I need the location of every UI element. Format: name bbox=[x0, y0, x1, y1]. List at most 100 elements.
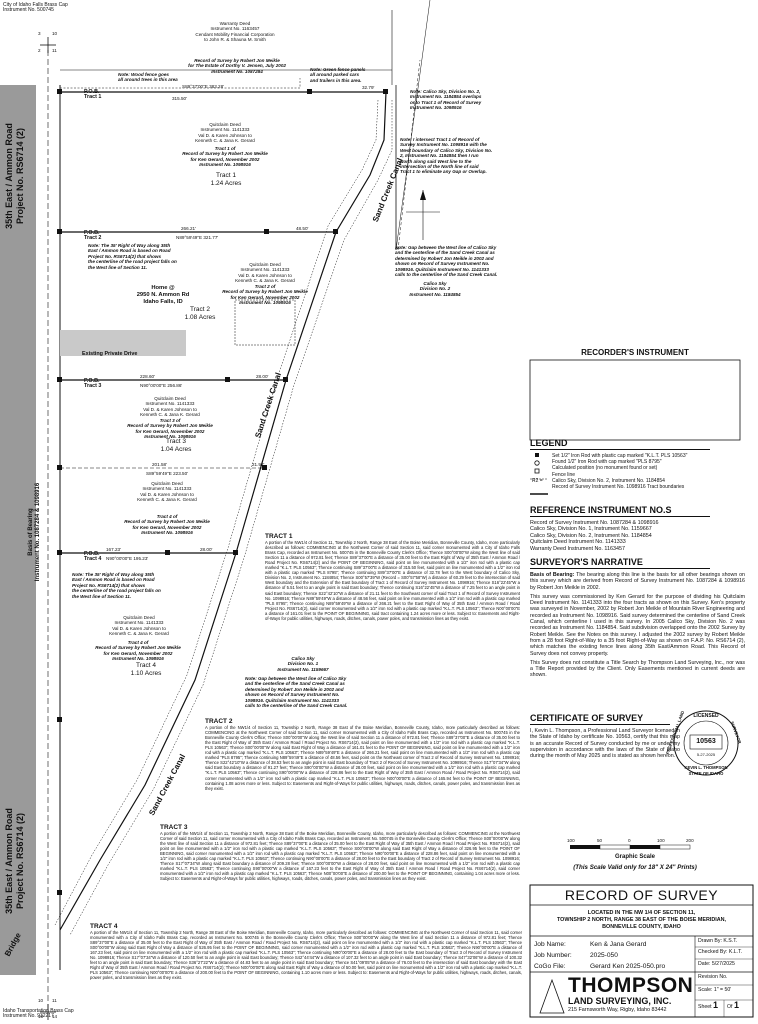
job-name: Ken & Jana Gerard bbox=[590, 941, 647, 948]
narrative-p3: This Survey does not constitute a Title … bbox=[530, 659, 745, 679]
canal-bank-east bbox=[69, 100, 393, 936]
dim-t4-top-a: 167.23' bbox=[106, 547, 121, 552]
certificate-of-survey: CERTIFICATE OF SURVEY I, Kevin L. Thomps… bbox=[530, 713, 680, 759]
dim-t4-top: N90°00'00"E 195.23' bbox=[106, 556, 149, 561]
note-record-t1: Record of Survey by Robert Jon Meikle fo… bbox=[188, 58, 286, 74]
sheet-label: Sheet 1 bbox=[698, 1000, 719, 1010]
ref-item: Quitclaim Deed Instrument No. 1141333 bbox=[530, 539, 626, 546]
corner-bottom-text: Idaho Transportation Brass Cap Instrumen… bbox=[3, 1008, 74, 1020]
note-calico-overlap: Note: Calico Sky, Division No. 2, Instru… bbox=[410, 89, 482, 111]
recorder-box bbox=[529, 359, 741, 441]
private-drive bbox=[60, 330, 186, 356]
certificate-title: CERTIFICATE OF SURVEY bbox=[530, 713, 670, 725]
certificate-text: I, Kevin L. Thompson, a Professional Lan… bbox=[530, 728, 680, 760]
note-warranty-deed: Warranty Deed Instrument No. 1163457 Cen… bbox=[195, 21, 275, 43]
record-of-survey-title: RECORD OF SURVEY bbox=[564, 887, 719, 903]
reference-title: REFERENCE INSTRUMENT NO.S bbox=[530, 505, 710, 517]
fence-line bbox=[60, 78, 301, 89]
ref-item: Calico Sky, Division No. 2, Instrument N… bbox=[530, 532, 652, 539]
job-labels: Job Name:Job Number:CoGo File: bbox=[534, 941, 572, 970]
scale-tick-100a: 100 bbox=[567, 838, 575, 843]
checked-by: Checked By: K.L.T. bbox=[698, 949, 743, 955]
road-label-lower: 35th East / Ammon Road Project No. RS671… bbox=[4, 808, 25, 914]
road-strip bbox=[0, 85, 36, 975]
canal-centerline bbox=[59, 91, 387, 931]
note-record-t3b: Tract 4 of Record of Survey by Robert Jo… bbox=[124, 514, 210, 536]
scale-label: Graphic Scale bbox=[614, 854, 656, 860]
legend-item-set-rod: Set 1/2" Iron Rod with plastic cap marke… bbox=[552, 453, 688, 459]
surveyor-seal bbox=[673, 710, 739, 776]
canal-bank-west bbox=[54, 99, 379, 926]
seal-state: STATE OF IDAHO bbox=[688, 771, 724, 776]
note-row-1: Note: The 35' Right of Way along 35th Ea… bbox=[88, 243, 177, 270]
dim-t1-bot-b: 48.50' bbox=[296, 226, 309, 231]
legend: LEGEND Set 1/2" Iron Rod with plastic ca… bbox=[530, 438, 745, 490]
dim-t2-top: N89°59'49"E 321.77' bbox=[176, 235, 219, 240]
dim-t1-bot: 266.21' bbox=[181, 226, 196, 231]
note-qc-t4: Quitclaim Deed Instrument No. 1141333 Va… bbox=[109, 615, 169, 637]
company-name-2: LAND SURVEYING, INC. bbox=[568, 996, 672, 1006]
dim-t3-top: N90°00'00"E 256.86' bbox=[140, 383, 183, 388]
sec-top-3: 3 bbox=[38, 31, 41, 36]
note-record-t3: Tract 3 of Record of Survey by Robert Jo… bbox=[127, 418, 213, 440]
reference-instruments: REFERENCE INSTRUMENT NO.S Record of Surv… bbox=[530, 505, 745, 552]
tripod-logo-icon bbox=[539, 978, 565, 1014]
note-qc-t1: Quitclaim Deed Instrument No. 1141333 Va… bbox=[195, 122, 255, 144]
note-intersect: Note: I intersect Tract 1 of Record of S… bbox=[400, 137, 493, 175]
note-gap-1: Note: Gap between the West line of Calic… bbox=[395, 245, 498, 278]
seal-top: LICENSED bbox=[693, 713, 719, 719]
scale-tick-0: 0 bbox=[628, 838, 631, 843]
legend-item-calico: R2 =Calico Sky, Division No. 2, Instrume… bbox=[532, 477, 665, 484]
note-calico-2: Calico Sky Division No. 2 Instrument No.… bbox=[409, 281, 461, 297]
sec-bot-11: 11 bbox=[52, 998, 57, 1003]
dim-t3-bot-a: 201.58' bbox=[152, 462, 167, 467]
sec-top-2: 2 bbox=[38, 48, 41, 53]
dim-t1-top: S89°37'00"E 383.28' bbox=[182, 84, 225, 89]
located-text: LOCATED IN THE NW 1/4 OF SECTION 11, TOW… bbox=[556, 910, 727, 930]
pob-tract-3: P.O.B. Tract 3 bbox=[84, 378, 102, 390]
seal-name: KEVIN L. THOMPSON bbox=[684, 765, 728, 770]
corner-top-text: City of Idaho Falls Brass Cap Instrument… bbox=[3, 2, 68, 14]
narrative-p2: This survey was commissioned by Ken Gera… bbox=[530, 593, 745, 657]
ref-item: Record of Survey Instrument No. 1087284 … bbox=[530, 520, 659, 526]
note-home: Home @ 2950 N. Ammon Rd Idaho Falls, ID bbox=[136, 285, 190, 305]
note-qc-t2: Quitclaim Deed Instrument No. 1141333 Va… bbox=[235, 262, 295, 284]
ref-item: Calico Sky, Division No. 1, Instrument N… bbox=[530, 526, 652, 533]
sec-bot-15: 15 bbox=[38, 1014, 44, 1019]
company-address: 215 Farnsworth Way, Rigby, Idaho 83442 bbox=[568, 1007, 667, 1013]
date: Date: 5/27/2025 bbox=[698, 961, 735, 967]
calico-dash bbox=[397, 59, 421, 251]
of-label: Of 1 bbox=[727, 1000, 739, 1010]
pob-tract-1: P.O.B. Tract 1 bbox=[84, 89, 102, 101]
surveyors-narrative: SURVEYOR'S NARRATIVE Basis of Bearing: T… bbox=[530, 557, 745, 679]
dim-t4-top-b: 28.00' bbox=[200, 547, 213, 552]
cogo-file: Gerard Ken 2025-050.pro bbox=[590, 963, 666, 970]
note-row-2: Note: The 35' Right of Way along 35th Ea… bbox=[72, 572, 161, 599]
calico-west-ext bbox=[395, 0, 431, 251]
dim-t3-top-b: 28.00' bbox=[256, 374, 269, 379]
sec-top-11: 11 bbox=[52, 48, 57, 53]
drawn-by: Drawn By: K.S.T. bbox=[698, 938, 738, 944]
revision: Revision No. bbox=[698, 974, 728, 980]
note-record-t4: Tract 4 of Record of Survey by Robert Jo… bbox=[95, 640, 181, 662]
label-private-drive: Existing Private Drive bbox=[82, 351, 138, 357]
home-outline bbox=[234, 299, 296, 346]
ref-item: Warranty Deed Instrument No. 1163457 bbox=[530, 545, 625, 552]
north-arrow bbox=[406, 190, 440, 240]
scale-note: (This Scale Valid only for 18" X 24" Pri… bbox=[573, 864, 697, 871]
company-name: THOMPSON bbox=[568, 974, 694, 997]
legend-item-record-tracts: Record of Survey Instrument No. 1098916 … bbox=[552, 484, 685, 491]
note-qc-t3b: Quitclaim Deed Instrument No. 1141333 Va… bbox=[137, 481, 197, 503]
legend-item-calculated: Calculated position (no monument found o… bbox=[552, 465, 658, 472]
recorder-title: RECORDER'S INSTRUMENT bbox=[581, 348, 689, 357]
graphic-scale bbox=[570, 844, 691, 850]
dim-t3-top-a: 228.60' bbox=[140, 374, 155, 379]
dim-t1-top-b: 315.50' bbox=[172, 96, 187, 101]
narrative-p1: Basis of Bearing: The bearing along this… bbox=[530, 572, 746, 591]
dim-t3-bot: S89°59'49"E 223.50' bbox=[146, 471, 189, 476]
